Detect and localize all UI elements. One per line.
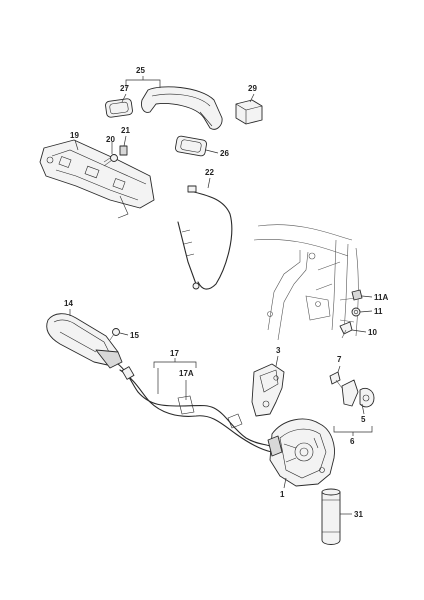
callout-21: 21 (121, 126, 130, 135)
door-frame-outline (253, 224, 359, 341)
callout-27: 27 (120, 84, 129, 93)
fastener-11 (351, 307, 361, 317)
callout-26: 26 (220, 149, 229, 158)
callout-14: 14 (64, 299, 73, 308)
callout-10: 10 (368, 328, 377, 337)
callout-11: 11 (374, 307, 383, 316)
outer-handle-grip (141, 86, 223, 130)
handle-carrier-bracket (39, 139, 155, 219)
callout-3: 3 (276, 346, 281, 355)
handle-release-cable (177, 185, 233, 290)
callout-31: 31 (354, 510, 363, 519)
fastener-10 (339, 321, 353, 339)
callout-5: 5 (361, 415, 366, 424)
callout-17a: 17A (179, 369, 194, 378)
interior-release-cable (117, 363, 273, 453)
screw-15 (109, 328, 120, 341)
striker-bolt-7 (329, 371, 343, 389)
callout-17: 17 (170, 349, 179, 358)
callout-22: 22 (205, 168, 214, 177)
callout-29: 29 (248, 84, 257, 93)
callout-20: 20 (106, 135, 115, 144)
callout-25: 25 (136, 66, 145, 75)
clip-21 (119, 145, 128, 156)
callout-7: 7 (337, 355, 342, 364)
lock-cylinder-cap (235, 99, 263, 125)
callout-15: 15 (130, 331, 139, 340)
interior-door-handle (46, 313, 123, 369)
striker-plate-5 (341, 379, 375, 408)
fastener-11a (351, 289, 363, 301)
screw-20 (103, 154, 118, 167)
handle-gasket-rear (175, 135, 207, 157)
handle-gasket-front (105, 98, 133, 118)
leader-lines (69, 76, 373, 515)
callout-1: 1 (280, 490, 285, 499)
callout-19: 19 (70, 131, 79, 140)
callout-6: 6 (350, 437, 355, 446)
lock-mounting-bracket (251, 363, 285, 417)
callout-11a: 11A (374, 293, 388, 302)
grease-tube (321, 488, 341, 545)
door-lock-assembly (267, 418, 335, 487)
